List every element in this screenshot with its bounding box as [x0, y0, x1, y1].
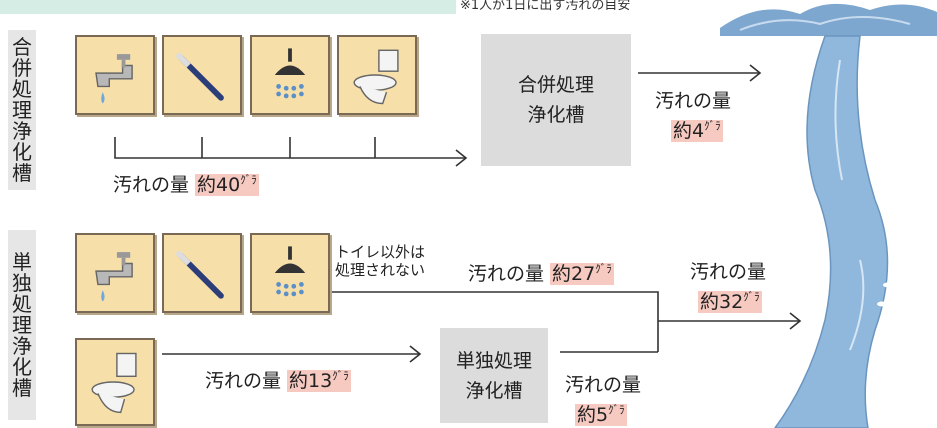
toilet-icon — [75, 338, 155, 426]
combined-output-amount: 汚れの量 約4ｸﾞﾗ — [655, 90, 732, 143]
combined-input-amount: 汚れの量 約40ｸﾞﾗ — [113, 173, 259, 196]
combined-septic-tank: 合併処理浄化槽 — [481, 34, 631, 166]
untreated-amount: 汚れの量 約27ｸﾞﾗ — [468, 262, 614, 285]
toothbrush-icon — [162, 233, 242, 313]
toilet-icon — [337, 35, 417, 115]
toilet-amount: 汚れの量 約13ｸﾞﾗ — [205, 369, 351, 392]
shower-icon — [250, 233, 330, 313]
single-system-label: 単独処理浄化槽 — [8, 230, 36, 420]
fish-icon — [883, 282, 893, 288]
shower-icon — [250, 35, 330, 115]
header-band — [0, 0, 456, 14]
note-text: ※1人が1日に出す汚れの目安 — [460, 0, 631, 13]
combined-system-label: 合併処理浄化槽 — [8, 30, 36, 190]
tank-output-amount: 汚れの量 約5ｸﾞﾗ — [565, 374, 642, 427]
faucet-icon — [75, 233, 155, 313]
total-amount: 汚れの量 約32ｸﾞﾗ — [690, 261, 767, 314]
toothbrush-icon — [162, 35, 242, 115]
river-illustration — [720, 3, 937, 428]
untreated-note: トイレ以外は処理されない — [335, 243, 426, 279]
faucet-icon — [75, 35, 155, 115]
single-septic-tank: 単独処理浄化槽 — [440, 328, 548, 423]
